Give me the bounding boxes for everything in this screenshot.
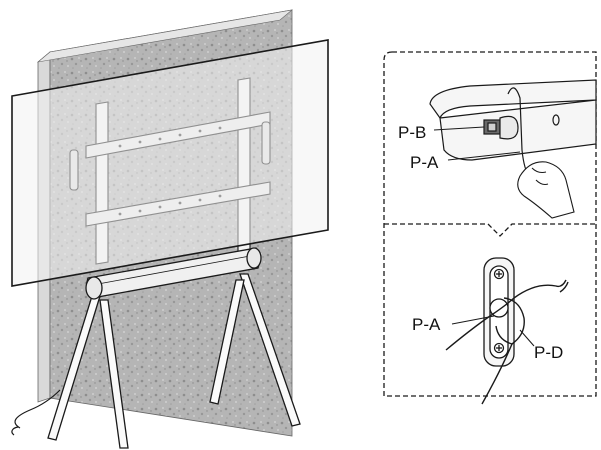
cable-tie-clip xyxy=(483,87,531,179)
cable-and-tie xyxy=(445,279,569,405)
top-detail: P-B P-A xyxy=(398,79,597,219)
callout-label-p-a-bottom: P-A xyxy=(412,315,441,334)
callout-label-p-b: P-B xyxy=(398,123,426,142)
easel-stand xyxy=(47,247,301,449)
tv-screen xyxy=(11,39,329,287)
power-cable xyxy=(11,389,61,436)
bottom-detail: P-A P-D xyxy=(412,257,569,405)
hand-icon xyxy=(517,161,575,219)
cable-holder xyxy=(483,257,515,367)
callout-label-p-a-top: P-A xyxy=(410,153,439,172)
detail-callout-frame xyxy=(383,51,597,397)
callout-label-p-d: P-D xyxy=(534,343,563,362)
